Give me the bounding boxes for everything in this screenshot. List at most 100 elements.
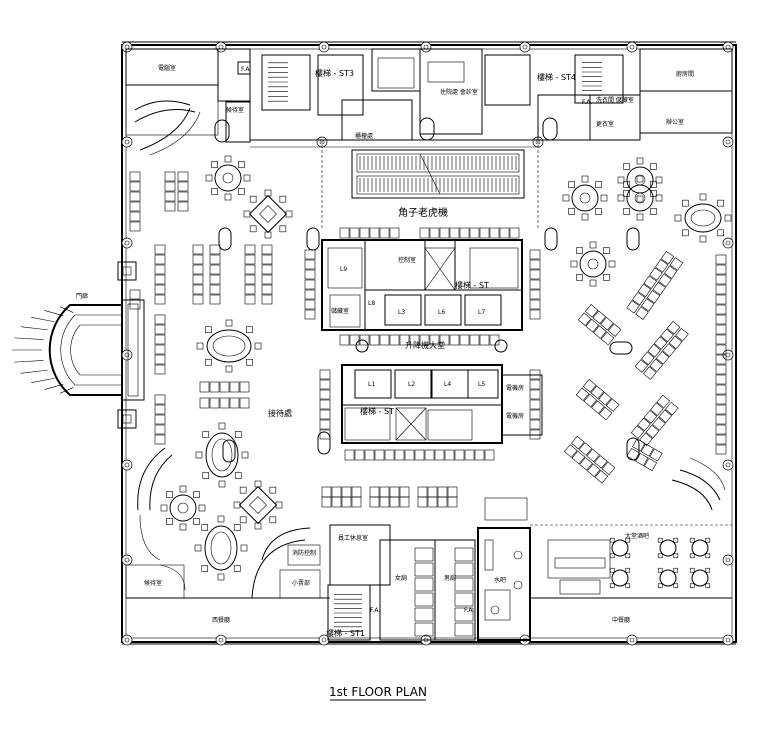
oval-gaming-table bbox=[204, 525, 238, 571]
slot-machine bbox=[529, 299, 541, 310]
column bbox=[420, 41, 432, 53]
slot-machine bbox=[374, 449, 385, 461]
label-electrical: 電機房 bbox=[506, 384, 524, 392]
chair bbox=[233, 565, 241, 572]
slot-machine bbox=[177, 201, 189, 212]
column bbox=[722, 634, 734, 646]
slot-machine bbox=[643, 366, 657, 380]
label-fa-2: F.A. bbox=[582, 99, 592, 106]
label-lift-l1: L1 bbox=[368, 381, 375, 388]
chair bbox=[202, 431, 210, 438]
chair bbox=[673, 583, 679, 589]
vestibule-step bbox=[59, 387, 74, 394]
chair bbox=[233, 524, 241, 531]
slot-machine bbox=[600, 316, 614, 331]
chair bbox=[600, 194, 608, 202]
slot-machine bbox=[304, 259, 316, 270]
slot-machine bbox=[417, 496, 428, 508]
slot-machine bbox=[600, 331, 615, 346]
label-stair-st1: 樓梯 - ST1 bbox=[326, 628, 365, 638]
slot-machine bbox=[640, 443, 654, 457]
column bbox=[722, 459, 734, 471]
slot-machine bbox=[244, 294, 256, 305]
slot-machine bbox=[529, 429, 541, 440]
chair bbox=[717, 199, 724, 207]
slot-machine bbox=[635, 306, 649, 320]
chair bbox=[636, 175, 644, 183]
vestibule-step bbox=[20, 326, 48, 331]
dining-table bbox=[611, 539, 629, 557]
label-kitchen: 水吧 bbox=[494, 576, 506, 584]
slot-machine bbox=[354, 449, 365, 461]
slot-machine bbox=[656, 394, 671, 409]
slot-machine bbox=[444, 449, 455, 461]
vestibule-step bbox=[14, 360, 44, 363]
slot-machine bbox=[154, 334, 166, 345]
toilet-stall bbox=[454, 592, 474, 607]
chair bbox=[254, 480, 262, 488]
slot-machine bbox=[715, 264, 727, 275]
chair bbox=[636, 157, 644, 165]
slot-machine bbox=[339, 334, 350, 346]
slot-machine bbox=[129, 191, 141, 202]
slot-machine bbox=[437, 486, 448, 498]
label-bar-area: 大堂酒吧 bbox=[625, 532, 649, 540]
chair bbox=[211, 161, 218, 168]
chair bbox=[211, 188, 218, 195]
slot-bank bbox=[630, 394, 679, 447]
chair bbox=[673, 537, 679, 543]
slot-machine bbox=[715, 374, 727, 385]
slot-machine bbox=[715, 344, 727, 355]
slot-machine bbox=[389, 486, 400, 498]
chair bbox=[205, 326, 212, 334]
slot-machine bbox=[261, 284, 273, 295]
slot-machine bbox=[626, 300, 640, 314]
slot-machine bbox=[341, 496, 352, 508]
slot-machine bbox=[349, 334, 360, 346]
slot-machine bbox=[563, 444, 578, 458]
room-labels: 電腦室 候待室 樓梯 - ST3 住院處 會診室 樓梯 - ST4 廚房間 更衣… bbox=[76, 64, 694, 638]
slot-machine bbox=[244, 274, 256, 285]
label-fa-4: F.A. bbox=[464, 607, 474, 614]
chair bbox=[636, 195, 644, 203]
chair bbox=[285, 210, 293, 218]
elevator-core-upper bbox=[321, 239, 523, 331]
chair bbox=[234, 472, 242, 479]
slot-machine bbox=[579, 457, 593, 471]
slot-machine bbox=[635, 452, 649, 467]
slot-machine bbox=[414, 449, 425, 461]
slot-machine bbox=[344, 449, 355, 461]
chair bbox=[218, 480, 226, 488]
slot-machine bbox=[675, 328, 689, 342]
chair bbox=[179, 485, 187, 493]
slot-machine bbox=[655, 350, 670, 365]
slot-machine bbox=[369, 496, 380, 508]
slot-machine bbox=[319, 379, 331, 390]
slot-machine bbox=[715, 434, 727, 445]
slot-machine bbox=[244, 284, 256, 295]
slot-machine bbox=[650, 402, 664, 416]
slot-machine bbox=[469, 227, 480, 239]
chair bbox=[682, 199, 689, 207]
slot-machine bbox=[199, 381, 210, 393]
slot-machine bbox=[669, 257, 684, 271]
slot-machine bbox=[304, 269, 316, 280]
slot-machine bbox=[154, 314, 166, 325]
label-lift-l6: L6 bbox=[438, 309, 445, 316]
table-center bbox=[634, 192, 646, 204]
column-core bbox=[725, 240, 731, 246]
slot-machine bbox=[637, 417, 651, 432]
round-gaming-table bbox=[626, 166, 654, 194]
slot-machine bbox=[331, 486, 342, 498]
chair bbox=[625, 567, 631, 573]
round-gaming-table bbox=[214, 164, 242, 192]
slot-machine bbox=[715, 254, 727, 265]
slot-machine bbox=[154, 404, 166, 415]
slot-machine bbox=[459, 334, 470, 346]
slot-machine bbox=[304, 279, 316, 290]
label-lift-l8: L8 bbox=[368, 300, 375, 307]
slot-machine bbox=[529, 289, 541, 300]
slot-machine bbox=[192, 254, 204, 265]
chair bbox=[689, 537, 695, 543]
slot-machine bbox=[154, 394, 166, 405]
